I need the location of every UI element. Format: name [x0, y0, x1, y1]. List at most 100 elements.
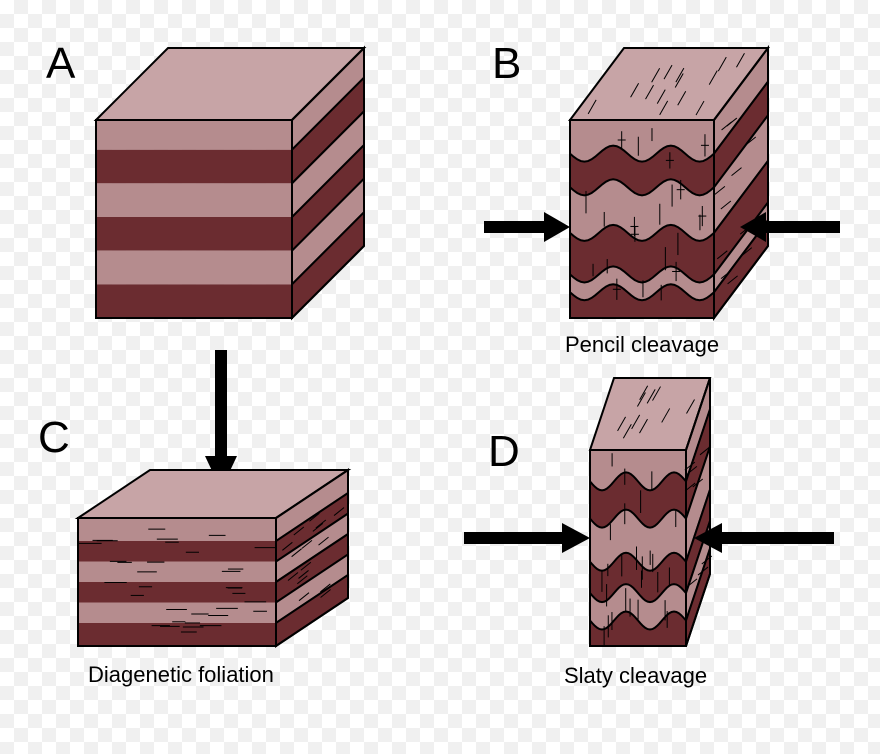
side-face-mark — [282, 541, 293, 551]
panel-b-letter: B — [492, 39, 521, 88]
left-arrow-icon — [694, 523, 834, 553]
side-face-mark — [714, 185, 726, 195]
side-face-mark — [293, 526, 305, 536]
side-face-mark — [291, 548, 302, 558]
top-face-mark — [652, 386, 661, 401]
block-side-outline — [291, 45, 365, 321]
front-layer-band — [78, 561, 276, 582]
side-face-mark — [721, 121, 732, 131]
layered-cube — [93, 45, 367, 321]
top-face-mark — [645, 84, 654, 100]
front-layer-band — [96, 149, 292, 184]
flattened-slab — [74, 468, 352, 648]
top-face-mark — [622, 424, 632, 439]
front-layer-band — [96, 217, 292, 251]
front-layer-band — [96, 284, 292, 318]
front-layer-band — [590, 552, 686, 603]
top-face-mark — [587, 99, 597, 115]
side-face-mark — [320, 583, 331, 593]
side-face-mark — [701, 555, 713, 565]
panel-d-letter: D — [488, 427, 520, 476]
side-face-mark — [684, 461, 696, 471]
block-side-outline — [685, 377, 711, 647]
side-face-mark — [301, 539, 313, 549]
side-face-mark — [697, 566, 709, 576]
side-face-mark — [296, 575, 308, 585]
fold-boundary — [589, 610, 687, 631]
fold-boundary — [589, 551, 687, 572]
front-layer-band — [78, 518, 276, 542]
front-layer-band — [570, 145, 714, 196]
fold-boundary — [589, 583, 687, 604]
side-face-mark — [333, 507, 345, 516]
top-face-mark — [736, 52, 745, 68]
front-layer-band — [96, 250, 292, 285]
side-face-mark — [741, 247, 753, 257]
fold-boundary — [569, 178, 715, 197]
top-face-mark — [661, 408, 671, 423]
side-face-mark — [720, 200, 732, 210]
side-face-mark — [287, 572, 299, 581]
panel-c-letter: C — [38, 413, 70, 462]
side-face-mark — [318, 536, 329, 546]
top-face-mark — [631, 414, 641, 430]
side-face-mark — [731, 167, 742, 176]
side-face-mark — [720, 270, 732, 280]
front-layer-band — [78, 541, 276, 562]
folded-block — [568, 45, 770, 321]
side-face-mark — [745, 136, 757, 146]
front-layer-band — [570, 120, 714, 162]
front-layer-band — [78, 602, 276, 623]
side-face-mark — [727, 275, 738, 285]
left-arrow-icon — [740, 212, 840, 242]
front-layer-band — [570, 179, 714, 241]
panel-a-letter: A — [46, 39, 76, 88]
front-layer-band — [78, 622, 276, 646]
side-face-mark — [298, 570, 309, 579]
front-layer-band — [590, 611, 686, 646]
side-face-mark — [686, 578, 698, 588]
fold-boundary — [569, 265, 715, 284]
fold-boundary — [589, 508, 687, 529]
front-layer-band — [78, 582, 276, 603]
top-face-mark — [674, 73, 684, 88]
panel-c: C Diagenetic foliation — [38, 413, 352, 687]
side-face-mark — [699, 446, 711, 456]
side-face-mark — [315, 519, 327, 529]
side-face-mark — [716, 250, 728, 260]
side-face-mark — [320, 589, 331, 598]
block-side-outline — [713, 45, 769, 321]
fold-boundary — [569, 144, 715, 163]
panel-d-caption: Slaty cleavage — [564, 663, 707, 688]
top-face-mark — [656, 89, 666, 104]
side-face-mark — [309, 512, 320, 522]
side-face-mark — [686, 466, 698, 475]
front-layer-band — [590, 472, 686, 528]
side-face-mark — [312, 522, 324, 532]
fold-boundary — [569, 283, 715, 302]
top-face-mark — [695, 100, 705, 116]
side-face-mark — [692, 478, 704, 488]
top-face-mark — [717, 56, 727, 72]
front-layer-band — [590, 509, 686, 571]
fold-boundary — [589, 471, 687, 492]
block-side-outline — [275, 468, 349, 648]
top-face-mark — [686, 399, 695, 414]
panel-a: A — [46, 39, 367, 321]
top-face-mark — [651, 68, 661, 83]
top-face-mark — [708, 70, 718, 85]
front-layer-band — [96, 120, 292, 150]
compressed-block — [588, 377, 713, 647]
top-face-mark — [617, 416, 627, 432]
panel-b-caption: Pencil cleavage — [565, 332, 719, 357]
front-layer-band — [96, 183, 292, 218]
side-face-mark — [684, 482, 696, 492]
top-face-mark — [639, 418, 648, 434]
panel-b: B Pencil cleavage — [484, 39, 840, 357]
panel-c-caption: Diagenetic foliation — [88, 662, 274, 687]
right-arrow-icon — [484, 212, 570, 242]
panel-d: D Slaty cleavage — [464, 377, 834, 688]
top-face-mark — [639, 385, 649, 400]
top-face-mark — [677, 90, 687, 106]
